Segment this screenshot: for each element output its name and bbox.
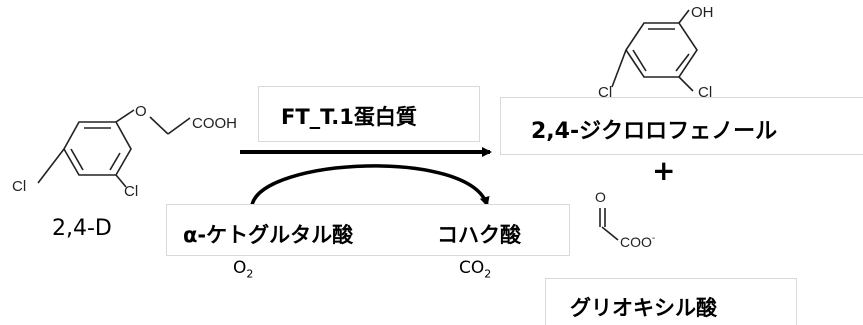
oxygen-atom-label: O: [135, 103, 147, 120]
structure-glyoxylate: [599, 208, 619, 241]
plus-sign: +: [652, 154, 676, 187]
oxygen-input-label: O2: [233, 258, 254, 281]
chlorine-atom-label: Cl: [698, 84, 712, 101]
hydroxyl-group-label: OH: [691, 4, 714, 21]
coo-group-label: COO-: [620, 233, 655, 250]
coproduct-label: コハク酸: [437, 223, 521, 247]
cosubstrate-curved-arrow: [250, 164, 490, 207]
reactant-name: 2,4-D: [52, 216, 112, 241]
cosubstrate-box: α-ケトグルタル酸 コハク酸: [166, 204, 570, 256]
carbon-dioxide-output-label: CO2: [459, 258, 492, 281]
product1-box: 2,4-ジクロロフェノール: [500, 97, 863, 155]
chlorine-atom-label: Cl: [124, 183, 138, 200]
structure-2-4-dichlorophenol: [611, 9, 698, 92]
cosubstrate-label: α-ケトグルタル酸: [183, 223, 354, 247]
enzyme-box: FT_T.1蛋白質: [258, 86, 480, 142]
oxygen-atom-label: O: [595, 189, 606, 205]
cooh-group-label: COOH: [192, 115, 237, 132]
chlorine-atom-label: Cl: [598, 84, 612, 101]
structure-2-4-d: [37, 109, 191, 188]
chlorine-atom-label: Cl: [12, 178, 26, 195]
product2-label: グリオキシル酸: [570, 296, 717, 320]
product2-box: グリオキシル酸: [545, 278, 797, 325]
product1-label: 2,4-ジクロロフェノール: [531, 119, 778, 144]
enzyme-label: FT_T.1蛋白質: [281, 105, 417, 129]
